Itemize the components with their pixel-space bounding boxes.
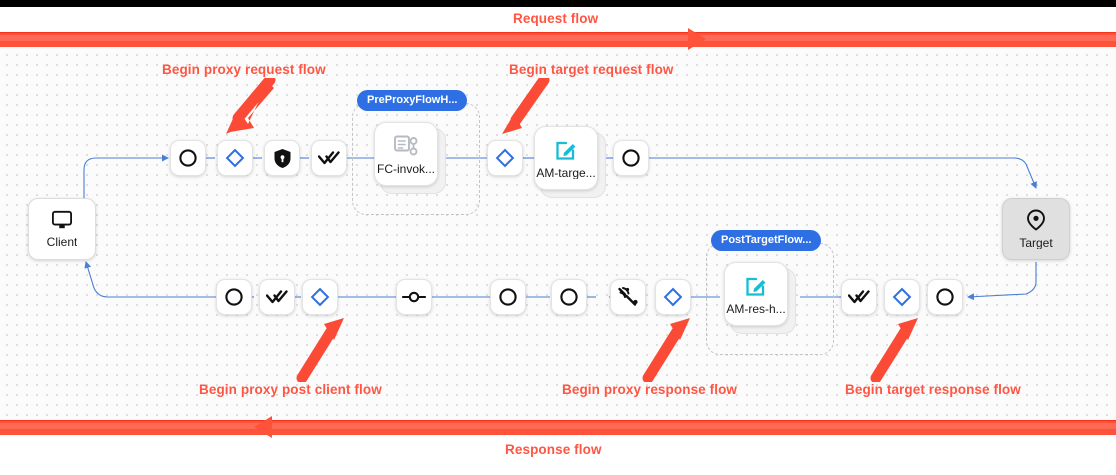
assign-message-icon <box>746 277 766 296</box>
request-flow-arrowhead-icon <box>688 28 706 50</box>
extract-step-node[interactable] <box>610 279 646 315</box>
fc-invoke-policy-card[interactable]: FC-invok... <box>374 122 450 198</box>
dotted-grid-canvas <box>0 47 1116 420</box>
circle-icon <box>179 149 197 167</box>
target-request-end-node[interactable] <box>613 140 649 176</box>
fc-invoke-policy-label: FC-invok... <box>376 162 435 175</box>
post-target-flow-group-chip[interactable]: PostTargetFlow... <box>711 230 822 252</box>
blue-diamond-icon <box>892 287 912 307</box>
blue-diamond-icon <box>663 287 683 307</box>
annotation-label-proxy-post-client-flow: Begin proxy post client flow <box>199 382 382 397</box>
response-flow-label: Response flow <box>505 442 602 457</box>
target-response-end-node[interactable] <box>927 279 963 315</box>
monitor-icon <box>52 210 72 229</box>
circle-icon <box>622 149 640 167</box>
circle-icon <box>936 288 954 306</box>
security-step-node[interactable] <box>264 140 300 176</box>
double-check-icon <box>266 290 288 304</box>
target-response-flow-hook-node[interactable] <box>884 279 920 315</box>
client-endpoint-label: Client <box>46 236 78 248</box>
annotation-label-target-response-flow: Begin target response flow <box>845 382 1021 397</box>
response-circle-1-node[interactable] <box>490 279 526 315</box>
target-response-verify-node[interactable] <box>841 279 877 315</box>
shield-lock-icon <box>274 148 290 168</box>
annotation-arrow-proxy-response-icon <box>642 318 690 382</box>
post-client-verify-node[interactable] <box>259 279 295 315</box>
am-target-policy-node[interactable]: AM-targe... <box>534 126 598 190</box>
node-link-icon <box>402 291 426 303</box>
am-target-policy-card[interactable]: AM-targe... <box>534 126 610 202</box>
blue-diamond-icon <box>495 148 515 168</box>
proxy-post-client-flow-hook-node[interactable] <box>302 279 338 315</box>
am-res-policy-card[interactable]: AM-res-h... <box>724 262 800 338</box>
response-flow-bar-sheen <box>0 423 1116 429</box>
location-pin-icon <box>1027 209 1045 231</box>
blue-diamond-icon <box>310 287 330 307</box>
fc-invoke-policy-node[interactable]: FC-invok... <box>374 122 438 186</box>
target-request-flow-hook-node[interactable] <box>487 140 523 176</box>
double-check-icon <box>848 290 870 304</box>
request-start-node[interactable] <box>170 140 206 176</box>
client-endpoint-node[interactable]: Client <box>28 198 96 260</box>
assign-message-icon <box>556 141 576 160</box>
request-flow-bar <box>0 32 1116 47</box>
request-flow-label: Request flow <box>513 11 599 26</box>
proxy-request-flow-hook-node[interactable] <box>217 140 253 176</box>
circle-icon <box>499 288 517 306</box>
annotation-label-proxy-response-flow: Begin proxy response flow <box>562 382 738 397</box>
am-target-policy-label: AM-targe... <box>536 166 596 179</box>
verify-step-node[interactable] <box>311 140 347 176</box>
response-flow-bar <box>0 420 1116 435</box>
proxy-response-flow-hook-node[interactable] <box>655 279 691 315</box>
target-endpoint-node[interactable]: Target <box>1002 198 1070 260</box>
post-client-circle-node[interactable] <box>216 279 252 315</box>
circle-icon <box>225 288 243 306</box>
node-link-step-node[interactable] <box>396 279 432 315</box>
annotation-arrow-target-response-icon <box>870 318 918 382</box>
am-res-policy-label: AM-res-h... <box>726 302 786 315</box>
request-flow-bar-topline <box>0 32 1116 33</box>
annotation-arrow-proxy-request-icon <box>226 78 276 134</box>
target-endpoint-label: Target <box>1019 237 1053 249</box>
pre-proxy-flow-group-chip[interactable]: PreProxyFlowH... <box>357 90 468 112</box>
top-black-strip <box>0 0 1116 7</box>
annotation-arrow-post-client-icon <box>296 318 344 382</box>
signal-burst-icon <box>618 287 638 306</box>
flow-callout-icon <box>394 135 418 155</box>
annotation-label-proxy-request-flow: Begin proxy request flow <box>162 62 326 77</box>
blue-diamond-icon <box>225 148 245 168</box>
am-res-policy-node[interactable]: AM-res-h... <box>724 262 788 326</box>
annotation-arrow-target-request-icon <box>502 78 550 134</box>
double-check-icon <box>318 151 340 165</box>
response-flow-bar-topline <box>0 420 1116 421</box>
annotation-label-target-request-flow: Begin target request flow <box>509 62 674 77</box>
circle-icon <box>560 288 578 306</box>
request-flow-bar-sheen <box>0 35 1116 41</box>
response-flow-arrowhead-icon <box>254 416 272 438</box>
response-circle-2-node[interactable] <box>551 279 587 315</box>
